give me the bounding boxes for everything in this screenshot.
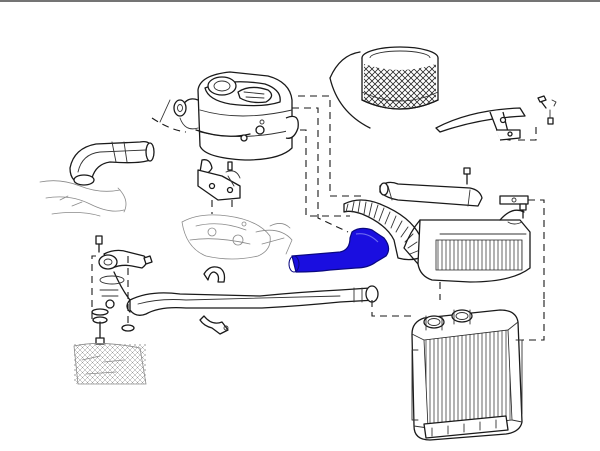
leader-dash-inner	[300, 129, 350, 217]
leader-dash	[518, 122, 537, 141]
leader-dash-upper	[298, 95, 362, 197]
engine-block-sketch	[73, 343, 147, 385]
corrugated-duct-icon	[343, 199, 425, 261]
bolt-icon	[463, 167, 527, 219]
hose-fitting-icon	[95, 235, 153, 309]
turbocharger-sketch	[181, 214, 293, 260]
leader-dash-cooler	[522, 300, 545, 341]
air-filter-housing-icon	[173, 71, 299, 161]
leader-dash-fitting	[91, 255, 96, 320]
air-intake-hose-icon	[69, 140, 155, 186]
housing-mount-icon	[197, 159, 241, 201]
clamp-line	[159, 99, 171, 123]
leader-dash-box	[528, 199, 545, 300]
leader-dash-right	[292, 107, 349, 233]
support-bracket-icon	[435, 95, 557, 141]
callout-arc-lower	[329, 77, 371, 129]
intercooler-icon	[411, 309, 523, 441]
leader-dash-hose	[151, 117, 187, 133]
callout-arc	[329, 51, 361, 79]
leader-dash-pipe	[371, 300, 412, 317]
hose-clamp-icon	[199, 266, 229, 335]
intake-pipe-icon	[126, 285, 379, 316]
charge-air-duct-icon	[379, 181, 531, 283]
air-filter-cartridge-icon	[361, 46, 439, 110]
washer-stack-icon	[91, 308, 135, 345]
intercooler-hose-icon[interactable]	[288, 227, 390, 273]
engine-outline-sketch	[39, 180, 127, 217]
